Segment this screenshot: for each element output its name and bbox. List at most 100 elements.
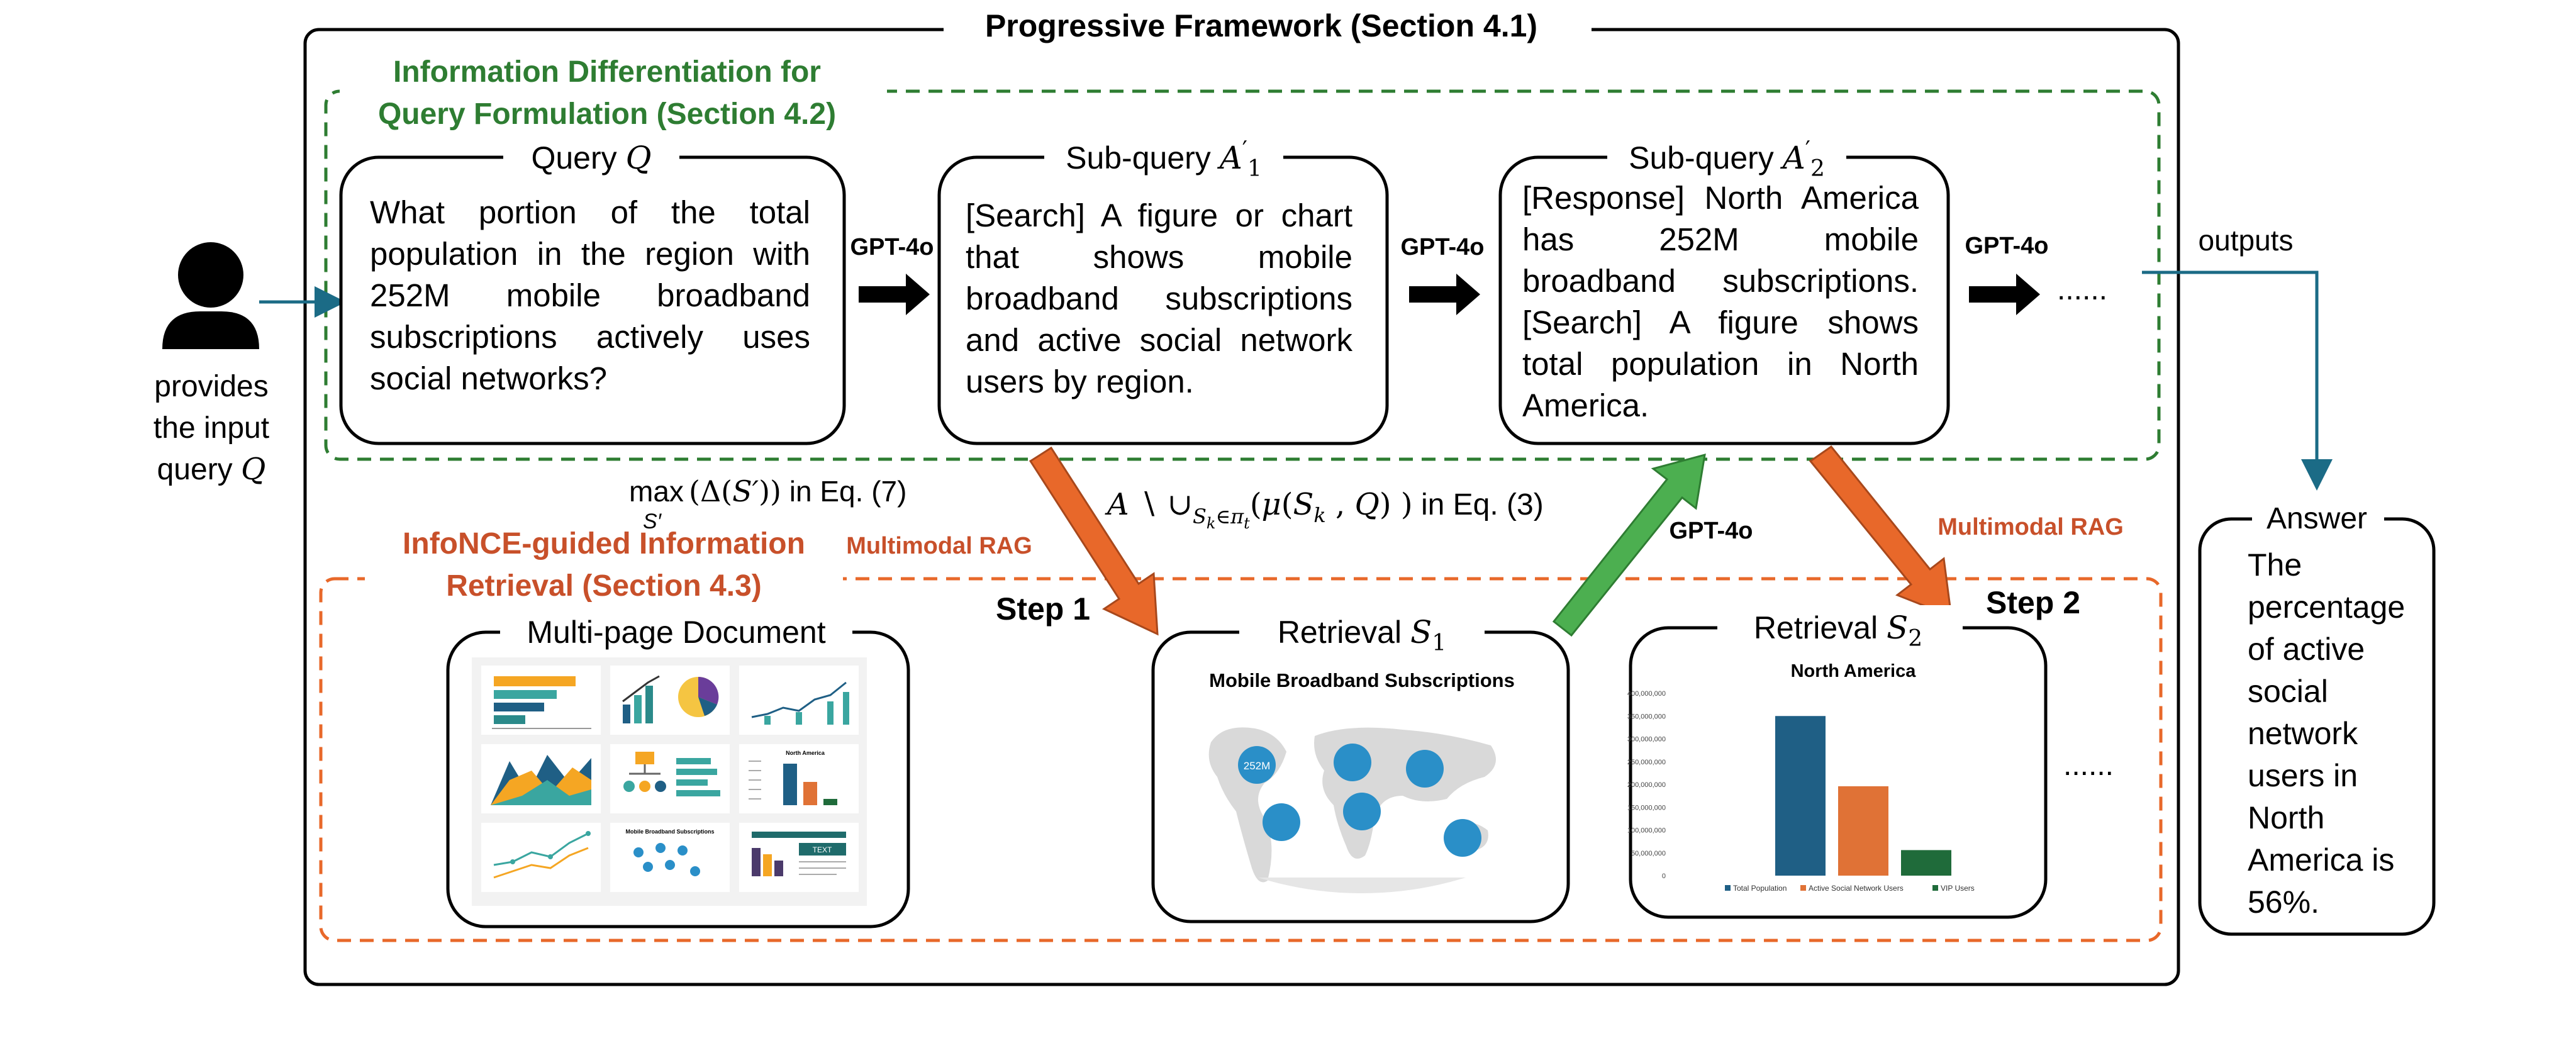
answer-line-5: network [2248,716,2358,751]
subquery2-line-4: [Search] A figure shows [1522,304,1919,340]
y-tick-label: 300,000,000 [1627,736,1666,744]
north-america-bar-chart: North America 050,000,000100,000,000150,… [1627,661,1975,893]
retrieval1-title: Retrieval S1 [1278,614,1446,656]
thumbnail-line [739,666,859,735]
subquery2-text: [Response] North America has 252M mobile… [1522,177,1919,426]
retrieval-title-line1: InfoNCE-guided Information [403,527,805,560]
gpt-arrow-1 [859,274,930,315]
subquery2-box: Sub-query A′2 [1498,137,1950,445]
differentiation-region: Information Differentiation for Query Fo… [324,52,2161,461]
subquery2-line-1: [Response] North America [1522,180,1919,216]
retrieval2-box: Retrieval S2 [1629,605,2048,919]
subquery1-title: Sub-query A′1 [1066,137,1262,182]
query-line-5: social networks? [370,360,607,396]
answer-line-2: percentage [2248,589,2406,625]
answer-line-3: of active [2248,632,2365,667]
bubble-label-252m: 252M [1244,760,1271,772]
y-tick-label: 50,000,000 [1631,850,1666,857]
answer-line-1: The [2248,547,2302,583]
y-tick-label: 250,000,000 [1627,759,1666,766]
thumbnail-north-america-title: North America [786,750,825,756]
subquery2-line-2: has 252M mobile [1522,221,1919,257]
bar-total-population [1775,716,1826,876]
subquery1-text: [Search] A figure or chart that shows mo… [966,195,1352,403]
answer-line-8: America is [2248,842,2395,878]
subquery2-line-6: America. [1522,387,1649,423]
world-map: 252M [1208,727,1496,893]
progressive-framework-frame: Progressive Framework (Section 4.1) [303,8,2180,986]
legend-swatch [1725,885,1731,891]
query-box: Query Q [339,140,846,445]
legend-swatch [1800,885,1806,891]
document-thumbnails: North America Mobile Broadband Subscript… [472,657,867,906]
y-tick-label: 400,000,000 [1627,690,1666,698]
gpt-label-4: GPT-4o [1669,518,1753,544]
subquery1-line-3: broadband subscriptions [966,281,1352,316]
user-icon [162,242,259,349]
user-caption-line1: provides [154,370,268,403]
answer-title: Answer [2267,502,2367,535]
framework-title: Progressive Framework (Section 4.1) [985,8,1537,43]
thumbnail-mobile-broadband: Mobile Broadband Subscriptions [610,823,730,892]
bar-series [1775,716,1951,876]
eq7-formula: max S′ (Δ(S′)) in Eq. (7) [629,474,906,533]
thumbnail-text: TEXT [739,823,859,892]
thumbnail-north-america: North America [739,744,859,813]
document-box-title: Multi-page Document [527,615,825,650]
answer-box: Answer [2198,497,2436,936]
retrieval-title-line2: Retrieval (Section 4.3) [446,569,762,603]
y-tick-label: 0 [1662,872,1666,880]
user-caption-line3: query Q [157,452,266,487]
step2-arrow [1809,445,1953,618]
retrieval-region: InfoNCE-guided Information Retrieval (Se… [319,522,2163,942]
bar-active-social-network-users [1838,786,1888,876]
subquery1-line-2: that shows mobile [966,239,1352,275]
ellipsis-bottom: ...... [2063,749,2114,782]
svg-text:A ∖ ∪Sk∈πt(μ(Sk , Q) ) in Eq.: A ∖ ∪Sk∈πt(μ(Sk , Q) ) in Eq. (3) [1105,487,1544,532]
y-tick-label: 150,000,000 [1627,804,1666,811]
retrieval1-chart-title: Mobile Broadband Subscriptions [1209,669,1515,691]
gpt-label-2: GPT-4o [1400,234,1484,260]
thumbnail-multiline [481,823,601,892]
bar-vip-users [1901,850,1951,876]
gpt-label-1: GPT-4o [850,234,934,260]
thumbnail-flow [610,744,730,813]
y-tick-label: 200,000,000 [1627,781,1666,789]
query-text: What portion of the total population in … [370,192,810,399]
retrieval2-title: Retrieval S2 [1754,610,1922,652]
legend-label: Total Population [1733,884,1787,893]
y-tick-label: 350,000,000 [1627,713,1666,720]
user-caption-line2: the input [153,411,269,445]
svg-text:max: max [629,475,684,508]
gpt-label-3: GPT-4o [1965,233,2048,259]
gpt-arrow-2 [1409,274,1480,315]
outputs-arrow [2142,270,2333,491]
gpt4-up-arrow [1552,453,1706,637]
differentiation-title-line2: Query Formulation (Section 4.2) [378,98,836,131]
query-box-title: Query Q [531,140,651,176]
thumbnail-mobile-broadband-title: Mobile Broadband Subscriptions [625,828,714,835]
step2-label: Step 2 [1986,585,2080,620]
query-line-1: What portion of the total [370,194,810,230]
answer-line-7: North [2248,800,2325,835]
multimodal-rag-label-2: Multimodal RAG [1938,514,2124,540]
subquery2-line-3: broadband subscriptions. [1522,263,1919,299]
gpt-arrow-3 [1969,274,2040,315]
chart-title: North America [1791,661,1917,681]
subquery1-line-1: [Search] A figure or chart [966,198,1352,233]
query-line-4: subscriptions actively uses [370,319,810,355]
subquery2-line-5: total population in North [1522,346,1919,382]
ellipsis-top: ...... [2057,273,2107,306]
legend-label: Active Social Network Users [1809,884,1904,893]
subquery1-line-4: and active social network [966,322,1352,358]
y-axis-ticks: 050,000,000100,000,000150,000,000200,000… [1627,690,1666,880]
eq7-subscript: S′ [643,510,662,533]
outputs-label: outputs [2199,224,2294,257]
thumbnail-hbar [481,666,601,735]
answer-text: The percentage of active social network … [2248,544,2430,923]
answer-line-4: social [2248,674,2328,709]
thumbnail-text-label: TEXT [813,845,832,854]
answer-line-6: users in [2248,758,2358,793]
thumbnail-area [481,744,601,813]
answer-line-9: 56%. [2248,884,2319,920]
